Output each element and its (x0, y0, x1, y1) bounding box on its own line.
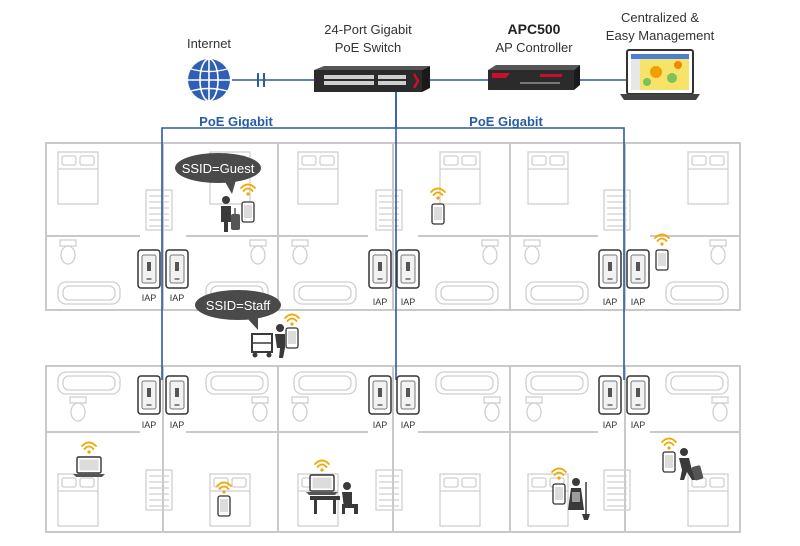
iap-label: IAP (142, 293, 157, 303)
controller-label: AP Controller (495, 40, 573, 55)
floor-plan-upper (45, 142, 741, 311)
switch-label-line1: 24-Port Gigabit (324, 22, 412, 37)
iap-label: IAP (373, 420, 388, 430)
switch-label-line2: PoE Switch (335, 40, 401, 55)
floor-plan-lower (45, 365, 741, 533)
ssid-staff-bubble: SSID=Staff (195, 290, 281, 330)
poe-switch-icon (314, 66, 430, 92)
ap-controller-icon (488, 65, 580, 90)
iap-label: IAP (603, 297, 618, 307)
tablet-icon (430, 187, 446, 225)
staff-with-cart-icon (251, 313, 300, 358)
access-point-icon (626, 375, 650, 415)
iap-label: IAP (401, 297, 416, 307)
laptop-icon (72, 441, 106, 478)
ssid-guest-label: SSID=Guest (182, 161, 255, 176)
iap-label: IAP (631, 297, 646, 307)
management-label-line2: Easy Management (606, 28, 715, 43)
link-connector-icon (257, 73, 265, 87)
housekeeper-icon (551, 467, 590, 520)
ssid-staff-label: SSID=Staff (206, 298, 271, 313)
traveler-with-luggage-icon (661, 437, 704, 481)
management-label-line1: Centralized & (621, 10, 699, 25)
worker-at-desk-icon (305, 459, 358, 514)
controller-model: APC500 (508, 21, 561, 37)
poe-gigabit-label-right: PoE Gigabit (469, 114, 543, 129)
iap-label: IAP (170, 420, 185, 430)
access-point-icon (165, 249, 189, 289)
ssid-guest-bubble: SSID=Guest (175, 153, 261, 194)
guest-with-luggage-icon (221, 183, 256, 232)
tablet-icon (654, 233, 670, 271)
access-point-icon (396, 375, 420, 415)
cable-right-trunk (396, 127, 625, 380)
access-point-icon (137, 375, 161, 415)
access-point-icon (368, 375, 392, 415)
access-point-icon (396, 249, 420, 289)
management-laptop-icon (620, 49, 700, 100)
iap-label: IAP (401, 420, 416, 430)
internet-globe-icon (188, 58, 230, 102)
access-point-icon (598, 249, 622, 289)
access-point-icon (598, 375, 622, 415)
poe-cabling (161, 79, 626, 380)
iap-label: IAP (170, 293, 185, 303)
iap-label: IAP (603, 420, 618, 430)
access-point-icon (137, 249, 161, 289)
access-point-icon (368, 249, 392, 289)
poe-gigabit-label-left: PoE Gigabit (199, 114, 273, 129)
access-point-icon (165, 375, 189, 415)
access-point-icon (626, 249, 650, 289)
iap-label: IAP (373, 297, 388, 307)
iap-label: IAP (142, 420, 157, 430)
iap-label: IAP (631, 420, 646, 430)
internet-label: Internet (187, 36, 231, 51)
